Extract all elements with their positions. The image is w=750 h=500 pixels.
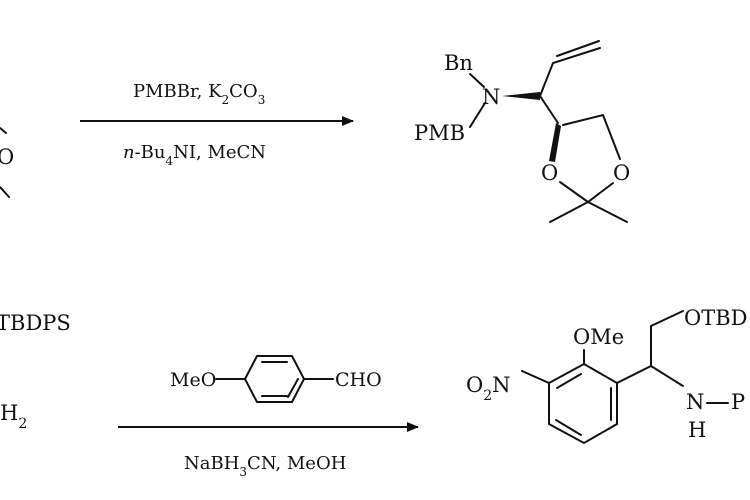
aldehyde-meo-label: MeO <box>170 369 216 391</box>
reaction-2-product-structure: OMe O2N OTBD N H P <box>466 306 748 445</box>
starting-material-nh2-label: H2 <box>0 401 27 432</box>
starting-material-tbdps-label: TBDPS <box>0 311 71 335</box>
product-ring-oxygen-left: O <box>541 161 558 185</box>
reaction-2: TBDPS H2 MeO CHO NaBH3CN, MeOH OMe O2N <box>0 306 748 479</box>
product-nh-h-label: H <box>688 418 706 442</box>
aldehyde-cho-label: CHO <box>335 369 382 391</box>
product-p-label: P <box>731 390 745 414</box>
reaction-1-starting-material: O <box>0 127 14 198</box>
product-n-label: N <box>482 85 500 109</box>
wedge-bond-ring <box>549 123 561 162</box>
reaction-1: O PMBBr, K2CO3 n-Bu4NI, MeCN Bn N PMB <box>0 40 630 223</box>
reaction-1-reagents-below: n-Bu4NI, MeCN <box>123 142 266 168</box>
product-otbd-label: OTBD <box>684 306 748 330</box>
product-ome-label: OMe <box>573 325 624 349</box>
reaction-1-reagents-above: PMBBr, K2CO3 <box>133 81 265 107</box>
product-bn-label: Bn <box>444 51 473 75</box>
product-ring-oxygen-right: O <box>613 161 630 185</box>
product-o2n-label: O2N <box>466 373 511 404</box>
reaction-2-starting-material: TBDPS H2 <box>0 311 71 432</box>
reaction-1-product-structure: Bn N PMB O O <box>414 40 630 223</box>
starting-material-oxygen-label: O <box>0 145 14 169</box>
product-pmb-label: PMB <box>414 121 465 145</box>
reaction-2-reagents-below: NaBH3CN, MeOH <box>184 453 346 479</box>
reaction-2-aldehyde-reagent: MeO CHO <box>170 355 382 403</box>
wedge-bond-n-ch <box>502 92 540 100</box>
product-n-label: N <box>686 390 704 414</box>
